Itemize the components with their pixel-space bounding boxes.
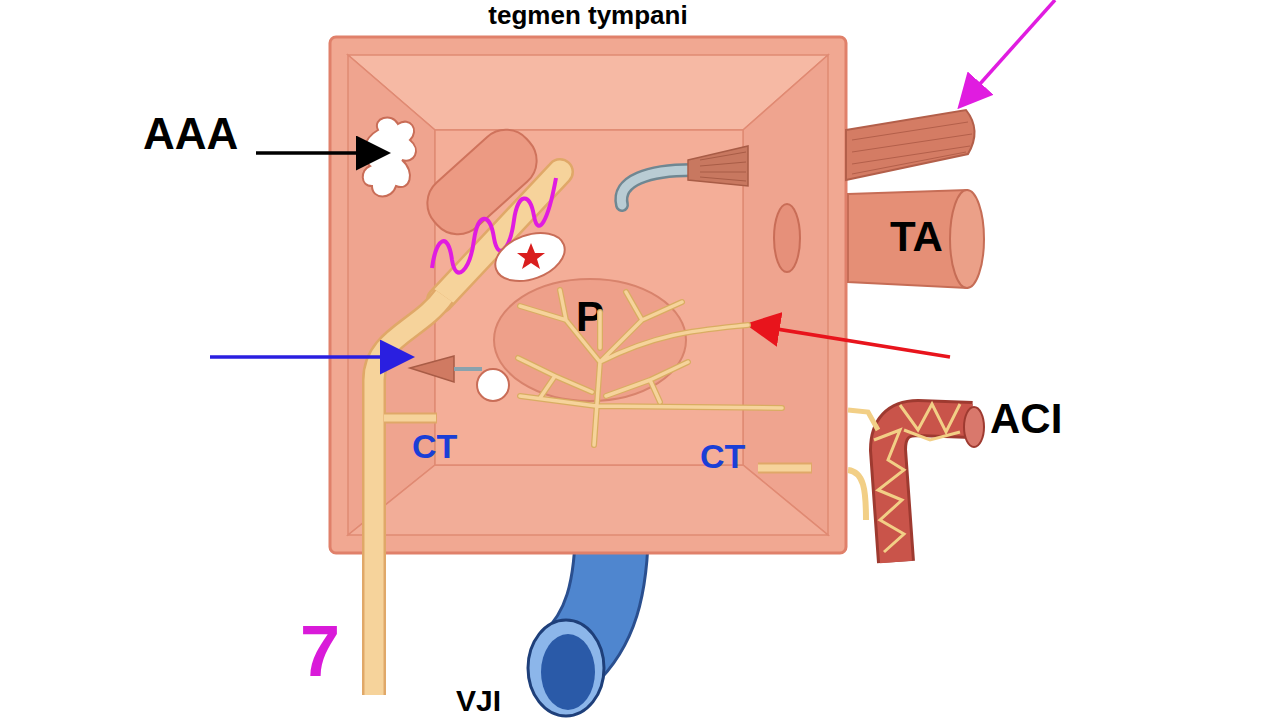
tympanic-plexus — [518, 290, 782, 445]
oval-window — [489, 224, 572, 290]
star-mark — [517, 243, 545, 269]
tube-end — [950, 190, 984, 288]
aditus-opening — [363, 117, 416, 196]
pointer-arrow — [210, 355, 408, 359]
chorda-stub-outline — [384, 413, 437, 424]
pointer-arrow — [962, 0, 1055, 104]
part-label: VJI — [456, 684, 501, 717]
auditory-tube: TA — [848, 188, 985, 290]
chorda-stub — [758, 465, 811, 472]
facial-nerve-outline — [362, 530, 386, 695]
carotid-artery — [848, 404, 984, 562]
facial-nerve — [365, 530, 384, 695]
part-label: AAA — [143, 110, 238, 158]
tensor-tendon — [621, 170, 692, 205]
callout-number: 7 — [300, 612, 340, 691]
part-label: ACI — [990, 396, 1062, 442]
stapedius-muscle — [410, 356, 454, 382]
pointer-arrow — [256, 151, 384, 155]
artery-end — [964, 407, 984, 447]
stapedius-tendon — [454, 367, 482, 371]
caroticotympanic-nerve — [848, 410, 878, 430]
squiggle-line — [432, 178, 556, 273]
part-label: CT — [700, 438, 745, 475]
plexus-outline — [518, 290, 782, 445]
facial-nerve — [374, 296, 444, 530]
muscle-striation — [700, 152, 746, 181]
chorda-stub-outline — [758, 463, 812, 474]
external-muscle — [846, 110, 975, 180]
tendon-outline — [621, 170, 692, 205]
promontory-shape — [494, 279, 686, 401]
tensor-muscle — [688, 146, 748, 186]
chorda-stub — [384, 415, 436, 422]
anterior-wall — [743, 55, 828, 535]
node-text: TA — [848, 214, 985, 260]
muscle-striation — [852, 122, 972, 174]
part-label: CT — [412, 428, 457, 465]
floor-wall — [348, 465, 828, 535]
vein-end — [528, 620, 604, 716]
box-frame — [330, 37, 846, 553]
promontory-oval: P — [493, 278, 687, 402]
tympanic-cavity-box: tegmen tympaniP — [330, 37, 846, 553]
node-text: P — [493, 294, 687, 340]
tympanic-nerve — [848, 470, 866, 520]
facial-nerve-outline — [374, 296, 444, 530]
wall-opening — [774, 204, 800, 272]
canal-prominence — [416, 118, 548, 246]
vein-lumen — [541, 634, 595, 710]
round-window — [477, 369, 509, 401]
pointer-arrow — [752, 325, 950, 357]
node-text: tegmen tympani — [330, 1, 846, 30]
carotid-plexus — [874, 404, 960, 552]
